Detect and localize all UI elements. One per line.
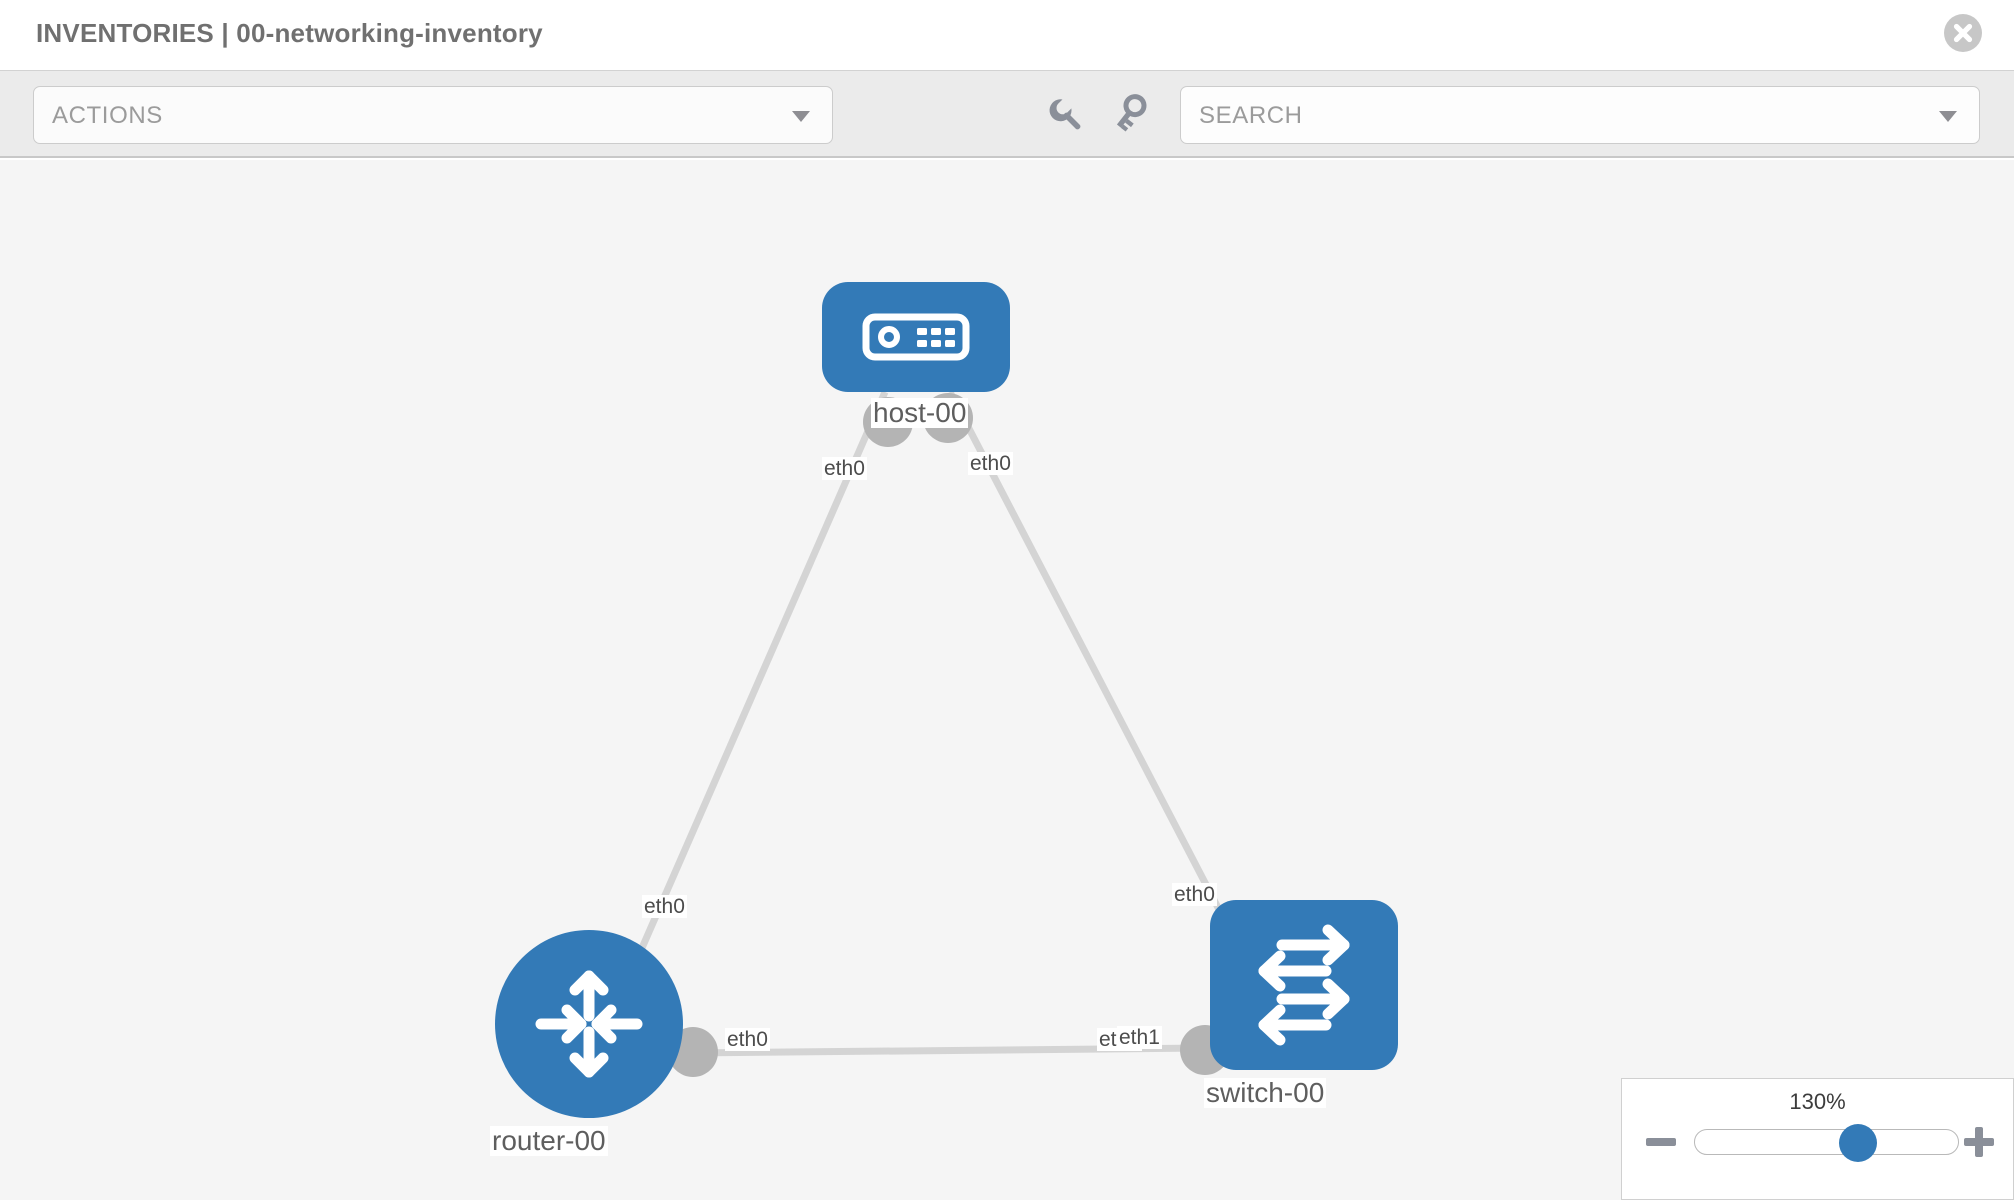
node-switch-00-shape[interactable] (1210, 900, 1398, 1070)
node-host-00[interactable]: host-00 (822, 282, 1010, 429)
page-title: INVENTORIES | 00-networking-inventory (36, 18, 543, 48)
topology-canvas[interactable]: host-00 eth0 eth0 (0, 160, 2014, 1200)
close-icon[interactable] (1940, 10, 1986, 56)
iface-label-router-right: eth0 (725, 1028, 770, 1052)
iface-label-host-left: eth0 (822, 457, 867, 481)
zoom-control-panel: 130% (1621, 1078, 2014, 1200)
iface-label-switch-up: eth0 (1172, 883, 1217, 907)
switch-arrows-icon (1258, 924, 1350, 1046)
plus-icon[interactable] (1962, 1125, 1996, 1159)
iface-label-host-right: eth0 (968, 452, 1013, 476)
key-icon[interactable] (1110, 91, 1158, 139)
node-router-00-shape[interactable] (495, 930, 683, 1118)
edge-host-router (624, 390, 889, 982)
iface-label-router-up: eth0 (642, 895, 687, 919)
router-arrows-icon (535, 970, 643, 1078)
actions-dropdown-label: ACTIONS (52, 102, 163, 129)
node-host-00-label: host-00 (871, 397, 969, 429)
page-header: INVENTORIES | 00-networking-inventory (0, 0, 2014, 70)
node-router-00-label: router-00 (490, 1125, 608, 1157)
edge-host-switch (946, 390, 1244, 952)
node-router-00[interactable]: router-00 (490, 930, 683, 1157)
minus-icon[interactable] (1644, 1125, 1678, 1159)
chevron-down-icon (792, 111, 810, 122)
edge-lines (624, 390, 1244, 1057)
zoom-slider[interactable] (1694, 1124, 1959, 1162)
node-switch-00[interactable]: switch-00 (1204, 900, 1398, 1109)
iface-label-switch-left-b: eth1 (1117, 1026, 1162, 1050)
node-host-00-shape[interactable] (822, 282, 1010, 392)
server-icon (862, 313, 970, 361)
edge-connectors (668, 393, 1260, 1077)
chevron-down-icon[interactable] (1939, 111, 1957, 122)
actions-dropdown[interactable]: ACTIONS (33, 86, 833, 144)
zoom-slider-thumb[interactable] (1839, 1124, 1877, 1162)
search-input[interactable]: SEARCH (1180, 86, 1980, 144)
toolbar: ACTIONS SEARC (0, 70, 2014, 158)
wrench-icon[interactable] (1042, 91, 1090, 139)
zoom-level-value: 130% (1789, 1089, 1846, 1114)
node-switch-00-label: switch-00 (1204, 1077, 1327, 1109)
search-placeholder: SEARCH (1199, 102, 1303, 129)
